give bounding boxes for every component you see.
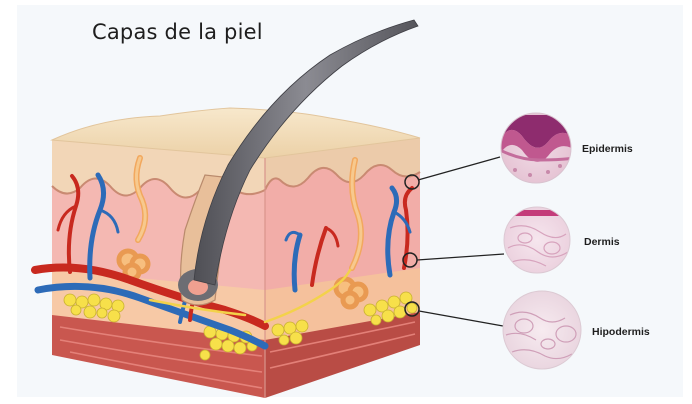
label-dermis: Dermis bbox=[584, 236, 620, 248]
hipodermis-micrograph bbox=[503, 291, 581, 369]
label-hipodermis: Hipodermis bbox=[592, 326, 650, 338]
epidermis-micrograph bbox=[500, 113, 575, 183]
dermis-micrograph bbox=[504, 207, 570, 273]
label-epidermis: Epidermis bbox=[582, 143, 633, 155]
diagram-title: Capas de la piel bbox=[92, 20, 263, 44]
